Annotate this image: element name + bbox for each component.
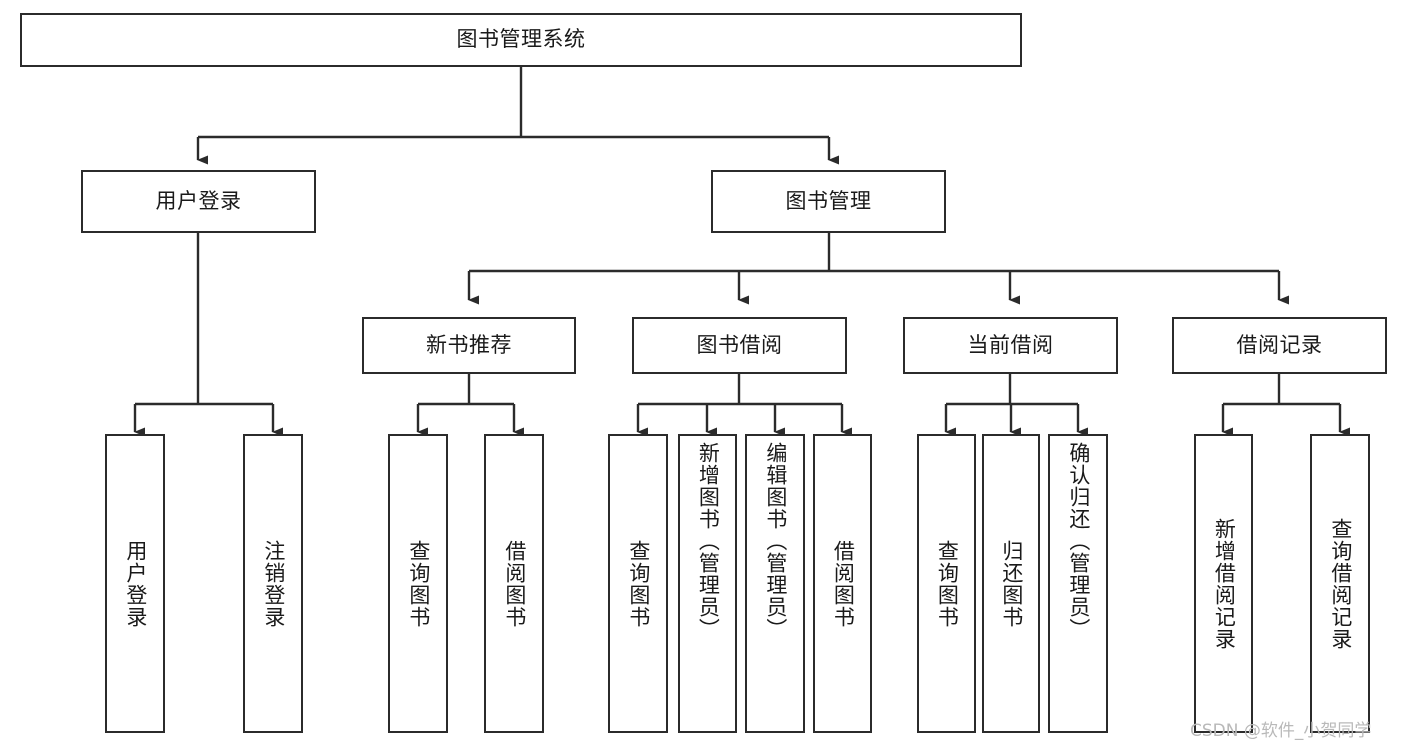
node-book-borrow-label: 图书借阅 xyxy=(696,332,783,357)
node-leaf-query-record[interactable]: 查询借阅记录 xyxy=(1310,434,1370,733)
node-leaf-user-login[interactable]: 用户登录 xyxy=(105,434,165,733)
node-leaf-add-record-label: 新增借阅记录 xyxy=(1212,517,1237,650)
node-borrow-record-label: 借阅记录 xyxy=(1236,332,1323,357)
node-leaf-edit-book[interactable]: 编辑图书（管理员） xyxy=(745,434,805,733)
node-user-login-label: 用户登录 xyxy=(155,188,242,213)
node-leaf-query-book-3[interactable]: 查询图书 xyxy=(917,434,976,733)
csdn-watermark: CSDN @软件_小贺同学 xyxy=(1190,721,1372,741)
node-borrow-record[interactable]: 借阅记录 xyxy=(1172,317,1387,374)
node-leaf-borrow-book-1-label: 借阅图书 xyxy=(502,539,527,628)
node-book-manage[interactable]: 图书管理 xyxy=(711,170,946,233)
node-leaf-add-record[interactable]: 新增借阅记录 xyxy=(1194,434,1253,733)
node-leaf-query-book-1-label: 查询图书 xyxy=(406,539,431,628)
node-current-borrow-label: 当前借阅 xyxy=(967,332,1054,357)
node-leaf-query-record-label: 查询借阅记录 xyxy=(1328,517,1353,650)
node-leaf-query-book-1[interactable]: 查询图书 xyxy=(388,434,448,733)
node-leaf-borrow-book-2[interactable]: 借阅图书 xyxy=(813,434,872,733)
node-root-label: 图书管理系统 xyxy=(456,27,586,52)
node-book-borrow[interactable]: 图书借阅 xyxy=(632,317,847,374)
node-leaf-user-logout[interactable]: 注销登录 xyxy=(243,434,303,733)
node-leaf-confirm-return[interactable]: 确认归还（管理员） xyxy=(1048,434,1108,733)
node-leaf-return-book[interactable]: 归还图书 xyxy=(982,434,1040,733)
node-leaf-query-book-3-label: 查询图书 xyxy=(935,539,960,628)
node-root[interactable]: 图书管理系统 xyxy=(20,13,1022,67)
node-leaf-query-book-2[interactable]: 查询图书 xyxy=(608,434,668,733)
node-book-manage-label: 图书管理 xyxy=(785,188,872,213)
node-leaf-edit-book-label: 编辑图书（管理员） xyxy=(763,442,788,640)
node-user-login[interactable]: 用户登录 xyxy=(81,170,316,233)
node-leaf-confirm-return-label: 确认归还（管理员） xyxy=(1066,442,1091,640)
node-leaf-add-book[interactable]: 新增图书（管理员） xyxy=(678,434,737,733)
node-current-borrow[interactable]: 当前借阅 xyxy=(903,317,1118,374)
node-leaf-return-book-label: 归还图书 xyxy=(999,539,1024,628)
node-leaf-user-login-label: 用户登录 xyxy=(123,539,148,628)
node-leaf-add-book-label: 新增图书（管理员） xyxy=(696,442,721,640)
node-new-book-rec-label: 新书推荐 xyxy=(426,332,512,357)
node-leaf-borrow-book-1[interactable]: 借阅图书 xyxy=(484,434,544,733)
node-new-book-rec[interactable]: 新书推荐 xyxy=(362,317,576,374)
node-leaf-borrow-book-2-label: 借阅图书 xyxy=(831,539,856,628)
node-leaf-user-logout-label: 注销登录 xyxy=(261,539,286,628)
node-leaf-query-book-2-label: 查询图书 xyxy=(626,539,651,628)
